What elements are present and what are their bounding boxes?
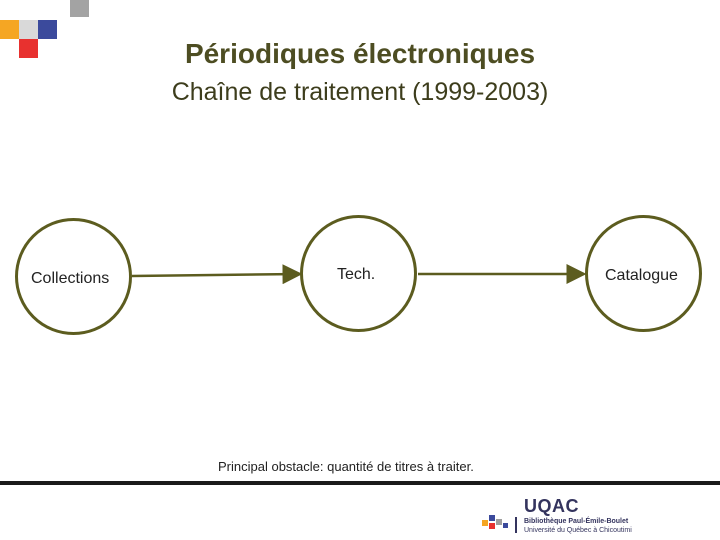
slide-title: Périodiques électroniques bbox=[184, 38, 536, 69]
decor-square-orange bbox=[0, 20, 19, 39]
node-label-collections: Collections bbox=[31, 270, 110, 287]
decor-square-blue bbox=[38, 20, 57, 39]
footer-rule bbox=[0, 481, 720, 485]
slide-subtitle: Chaîne de traitement (1999-2003) bbox=[171, 78, 549, 106]
footnote: Principal obstacle: quantité de titres à… bbox=[218, 459, 474, 474]
decor-square-gray-light bbox=[19, 20, 38, 39]
edge-collections-to-tech bbox=[131, 264, 303, 285]
logo-line-2: Université du Québec à Chicoutimi bbox=[524, 527, 632, 534]
logo-mark-icon bbox=[482, 515, 508, 529]
node-collections bbox=[15, 218, 132, 335]
decor-square-gray-top bbox=[70, 0, 89, 17]
node-catalogue bbox=[585, 215, 702, 332]
node-tech bbox=[300, 215, 417, 332]
logo-divider bbox=[515, 517, 517, 533]
uqac-logo: UQAC Bibliothèque Paul-Émile-Boulet Univ… bbox=[480, 494, 650, 538]
node-label-tech: Tech. bbox=[337, 266, 376, 283]
node-label-catalogue: Catalogue bbox=[605, 267, 678, 284]
decor-square-red bbox=[19, 39, 38, 58]
logo-line-1: Bibliothèque Paul-Émile-Boulet bbox=[524, 518, 629, 525]
logo-name: UQAC bbox=[524, 496, 579, 516]
